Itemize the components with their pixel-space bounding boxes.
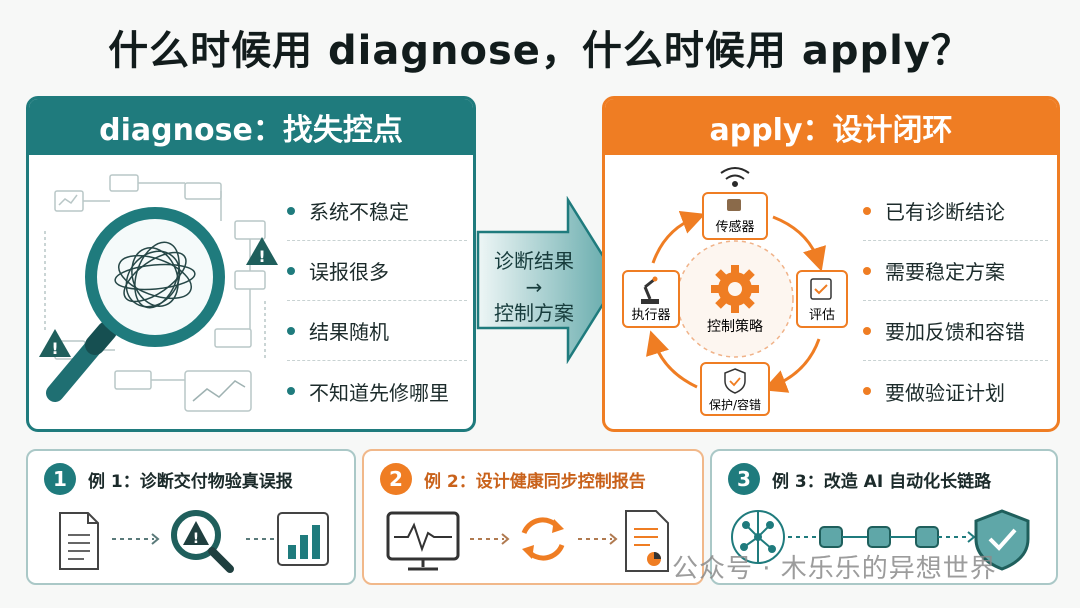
list-item: 误报很多 xyxy=(287,241,467,301)
shield-icon xyxy=(724,368,746,394)
bullet-dot xyxy=(287,266,295,275)
diagnose-panel: diagnose：找失控点 ! ! xyxy=(26,96,476,432)
bullet-dot xyxy=(287,206,295,215)
bullet-dot xyxy=(863,266,871,275)
example-title-3: 例 3：改造 AI 自动化长链路 xyxy=(772,471,992,492)
svg-text:!: ! xyxy=(51,339,58,358)
example-title-2: 例 2：设计健康同步控制报告 xyxy=(424,471,646,492)
bullet-dot xyxy=(287,326,295,335)
loop-arrows xyxy=(646,211,826,393)
document-icon xyxy=(59,512,99,570)
sensor-icon xyxy=(727,199,741,211)
checklist-icon xyxy=(810,278,832,300)
page-title: 什么时候用 diagnose，什么时候用 apply？ xyxy=(108,28,972,74)
example-number-3: 3 xyxy=(728,463,760,495)
list-item: 结果随机 xyxy=(287,301,467,361)
warning-icon: ! xyxy=(246,237,278,266)
robot-arm-icon xyxy=(641,276,659,304)
example-2-icons xyxy=(386,510,669,572)
list-item: 已有诊断结论 xyxy=(863,181,1048,241)
apply-heading: apply：设计闭环 xyxy=(605,99,1057,155)
monitor-pulse-icon xyxy=(386,511,460,571)
list-item: 不知道先修哪里 xyxy=(287,361,467,421)
list-item: 要加反馈和容错 xyxy=(863,301,1048,361)
diagnose-heading: diagnose：找失控点 xyxy=(29,99,473,155)
control-loop-diagram: 传感器 评估 保护/容错 执行器 xyxy=(622,167,848,416)
bullet-dot xyxy=(863,206,871,215)
bar-chart-icon xyxy=(277,512,329,566)
gear-icon xyxy=(711,265,759,313)
report-icon xyxy=(625,510,669,572)
loop-node-top: 传感器 xyxy=(715,219,754,235)
arrow-right-icon xyxy=(476,196,620,364)
example-card-2: 2 例 2：设计健康同步控制报告 xyxy=(362,449,704,585)
list-item: 系统不稳定 xyxy=(287,181,467,241)
transition-arrow: 诊断结果 → 控制方案 xyxy=(476,196,620,364)
list-item: 需要稳定方案 xyxy=(863,241,1048,301)
brain-network-icon xyxy=(731,510,785,564)
tangled-lines-icon xyxy=(114,241,196,309)
example-card-1: 1 例 1：诊断交付物验真误报 ! xyxy=(26,449,356,585)
bullet-dot xyxy=(287,387,295,395)
wifi-icon xyxy=(720,167,750,187)
example-number-2: 2 xyxy=(380,463,412,495)
list-item: 要做验证计划 xyxy=(863,361,1048,421)
diagnose-bullet-list: 系统不稳定 误报很多 结果随机 不知道先修哪里 xyxy=(287,181,467,421)
magnifier-warning-icon: ! xyxy=(171,510,234,573)
loop-node-bottom: 保护/容错 xyxy=(709,397,761,412)
chain-nodes-icon xyxy=(788,526,976,548)
warning-icon: ! xyxy=(39,329,71,358)
faint-flowchart-icon xyxy=(44,174,266,412)
example-3-icons xyxy=(731,509,1030,571)
example-number-1: 1 xyxy=(44,463,76,495)
apply-bullet-list: 已有诊断结论 需要稳定方案 要加反馈和容错 要做验证计划 xyxy=(863,181,1048,421)
example-card-3: 3 例 3：改造 AI 自动化长链路 xyxy=(710,449,1058,585)
arrow-text-symbol: → xyxy=(526,275,543,299)
watermark: 公众号 · 木乐乐的异想世界 xyxy=(672,554,997,584)
example-1-icons: ! xyxy=(59,510,329,573)
example-title-1: 例 1：诊断交付物验真误报 xyxy=(88,471,293,492)
bullet-dot xyxy=(863,387,871,395)
arrow-text-line2: 控制方案 xyxy=(494,301,574,325)
loop-node-left: 执行器 xyxy=(631,308,670,323)
magnifier-illustration: ! ! xyxy=(39,174,278,412)
apply-panel: apply：设计闭环 传感器 评估 xyxy=(602,96,1060,432)
loop-node-right: 评估 xyxy=(809,308,835,323)
loop-center-label: 控制策略 xyxy=(707,318,763,335)
svg-text:!: ! xyxy=(258,247,265,266)
svg-text:!: ! xyxy=(193,531,199,547)
bullet-dot xyxy=(863,326,871,335)
shield-check-icon xyxy=(974,509,1030,571)
arrow-text-line1: 诊断结果 xyxy=(494,249,574,273)
